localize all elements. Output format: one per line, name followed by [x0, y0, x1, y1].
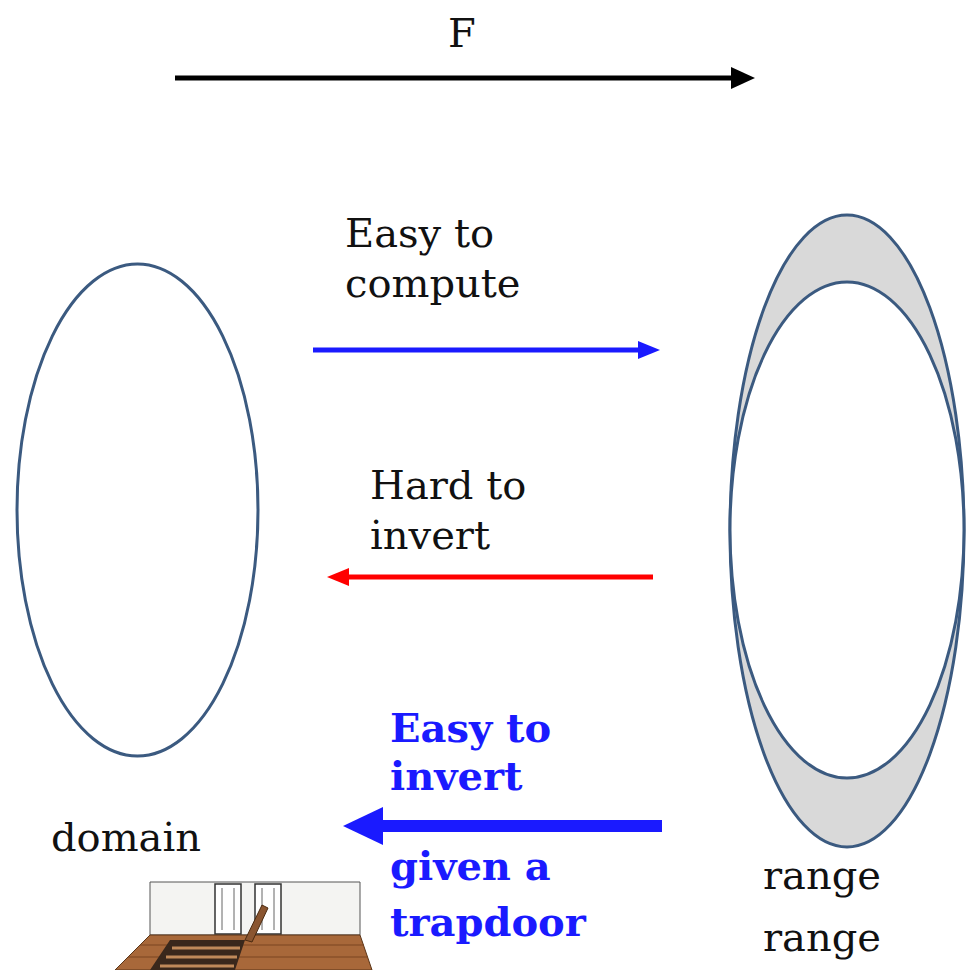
stair-step: [172, 947, 240, 950]
ellipse-outline: [728, 280, 966, 780]
door-frame: [215, 884, 241, 934]
mapping-arrow: [313, 348, 647, 353]
ellipse-outline: [15, 262, 260, 758]
mapping-arrow: [340, 575, 653, 580]
wooden-floor: [115, 935, 372, 970]
set-label: range: [763, 912, 881, 962]
stair-step: [160, 965, 234, 968]
trapdoor-opening: [150, 940, 245, 970]
door-line: [274, 888, 275, 930]
set-label: range: [763, 850, 881, 900]
arrow-label: Hard to invert: [370, 460, 610, 560]
door-line: [222, 888, 223, 930]
map-arrowhead: [731, 67, 755, 89]
ellipse-shape: [17, 264, 258, 756]
ellipse-shape: [730, 282, 964, 778]
function-name: F: [448, 8, 476, 58]
trapdoor-lid: [245, 905, 268, 942]
arrow-label: Easy to compute: [345, 208, 585, 308]
door-line: [234, 888, 235, 930]
mapping-arrow: [367, 820, 662, 832]
ellipse-shape: [730, 215, 964, 847]
set-ellipse: domain: [15, 262, 260, 758]
trapdoor-picture: [115, 882, 372, 970]
set-ellipse: range: [728, 280, 966, 780]
set-ellipse: rangerange: [728, 213, 966, 849]
stair-step: [166, 956, 237, 959]
arrow-label: Easy to invert: [390, 704, 650, 800]
map-arrow-line: [175, 76, 735, 81]
trapdoor-note: given a trapdoor: [390, 838, 650, 950]
set-label: domain: [51, 812, 201, 862]
